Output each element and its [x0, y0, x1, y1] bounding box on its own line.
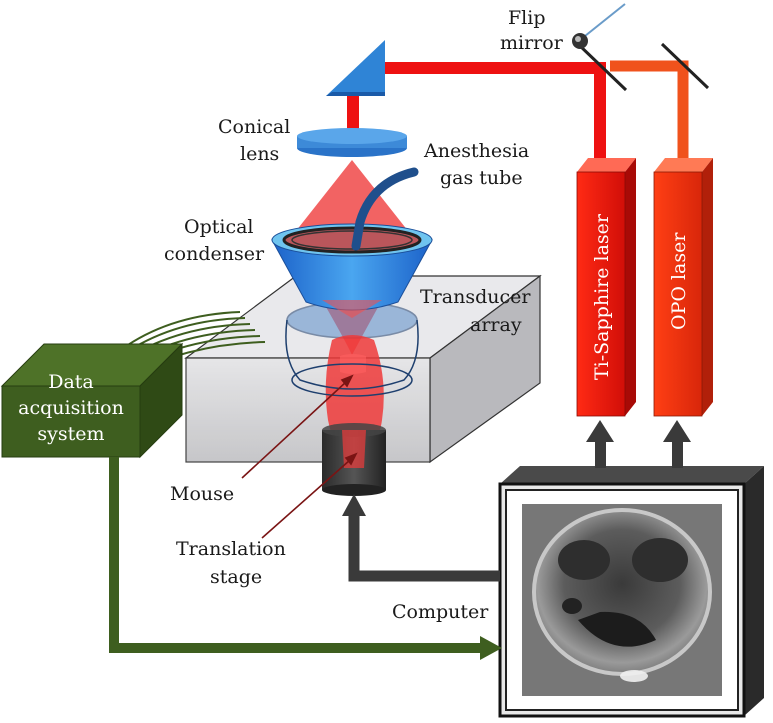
- ti-sapphire-laser: [576, 171, 626, 417]
- opo-laser-label: OPO laser: [668, 232, 690, 330]
- daq-label-3: system: [37, 423, 104, 445]
- flip-mirror-label-2: mirror: [500, 32, 564, 54]
- mouse-label: Mouse: [170, 483, 234, 505]
- light-cone-upper: [292, 160, 412, 236]
- anesthesia-label-2: gas tube: [440, 167, 523, 189]
- water-tank-front: [185, 357, 431, 463]
- anesthesia-gas-tube: [351, 167, 419, 251]
- flip-mirror-label: Flip: [508, 7, 546, 29]
- optical-condenser-label: Optical: [184, 216, 254, 238]
- transducer-ring-front: [285, 319, 419, 390]
- optical-condenser-label-2: condenser: [164, 243, 265, 265]
- translation-stage-label: Translation: [176, 538, 286, 560]
- computer-label: Computer: [392, 601, 489, 623]
- transducer-label: Transducer: [420, 286, 531, 308]
- transducer-label-2: array: [470, 314, 522, 336]
- ti-sapphire-beam: [380, 62, 606, 158]
- anesthesia-label: Anesthesia: [423, 140, 529, 162]
- computer-to-opo-arrow: [672, 440, 683, 468]
- daq-to-computer-arrow: [109, 457, 480, 653]
- daq-label-2: acquisition: [18, 397, 124, 419]
- conical-lens-label: Conical: [218, 116, 290, 138]
- down-beam: [347, 90, 359, 134]
- computer-to-stage-arrow: [348, 514, 500, 582]
- pointer-arrows: [241, 374, 358, 539]
- computer-monitor: [498, 466, 764, 718]
- translation-stage-label-2: stage: [210, 566, 262, 588]
- conical-lens-label-2: lens: [240, 143, 279, 165]
- flip-mirror-handle: [579, 3, 626, 41]
- daq-front: [1, 385, 141, 458]
- computer-to-ti-arrow: [595, 440, 606, 468]
- ti-sapphire-laser-label: Ti-Sapphire laser: [591, 213, 613, 380]
- flip-mirror-icon: [576, 42, 628, 92]
- opo-mirror: [660, 42, 710, 90]
- daq-label: Data: [48, 371, 94, 393]
- prism-mirror-icon: [326, 40, 385, 96]
- opo-laser: [653, 171, 703, 417]
- opo-beam: [610, 60, 689, 158]
